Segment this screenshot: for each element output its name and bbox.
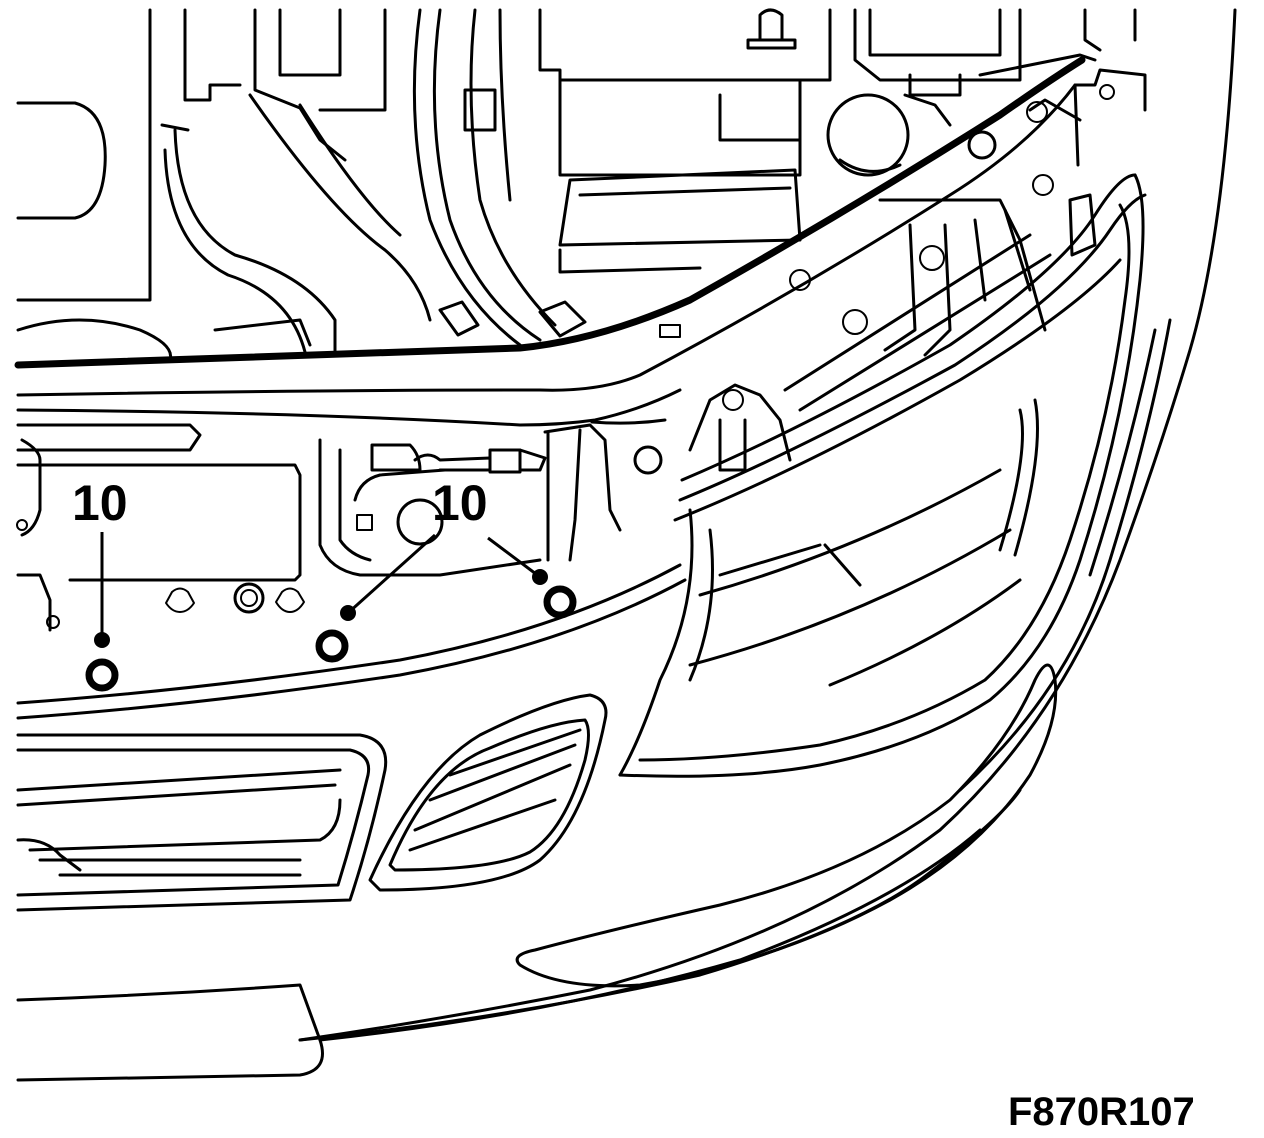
figure-code: F870R107 <box>1008 1090 1195 1134</box>
callout-label-10-left: 10 <box>72 475 128 531</box>
callout-dot-center-b <box>532 569 548 585</box>
callout-center: 10 <box>315 475 577 663</box>
callout-dot-center-a <box>340 605 356 621</box>
callout-left: 10 <box>72 475 128 692</box>
clip-ring-left <box>85 658 119 692</box>
engine-bay <box>16 8 1137 362</box>
headlamp <box>618 173 1147 778</box>
bumper-lower-panel <box>16 8 1237 1082</box>
callout-leader-center-b <box>487 536 541 579</box>
bumper-upper-panel <box>16 68 1147 632</box>
hood-edge <box>14 56 1086 369</box>
clip-ring-center-a <box>315 629 349 663</box>
clip-ring-center-b <box>543 585 577 619</box>
callout-leader-center-a <box>346 533 437 615</box>
callout-dot-left <box>94 632 110 648</box>
callout-label-10-center: 10 <box>432 475 488 531</box>
